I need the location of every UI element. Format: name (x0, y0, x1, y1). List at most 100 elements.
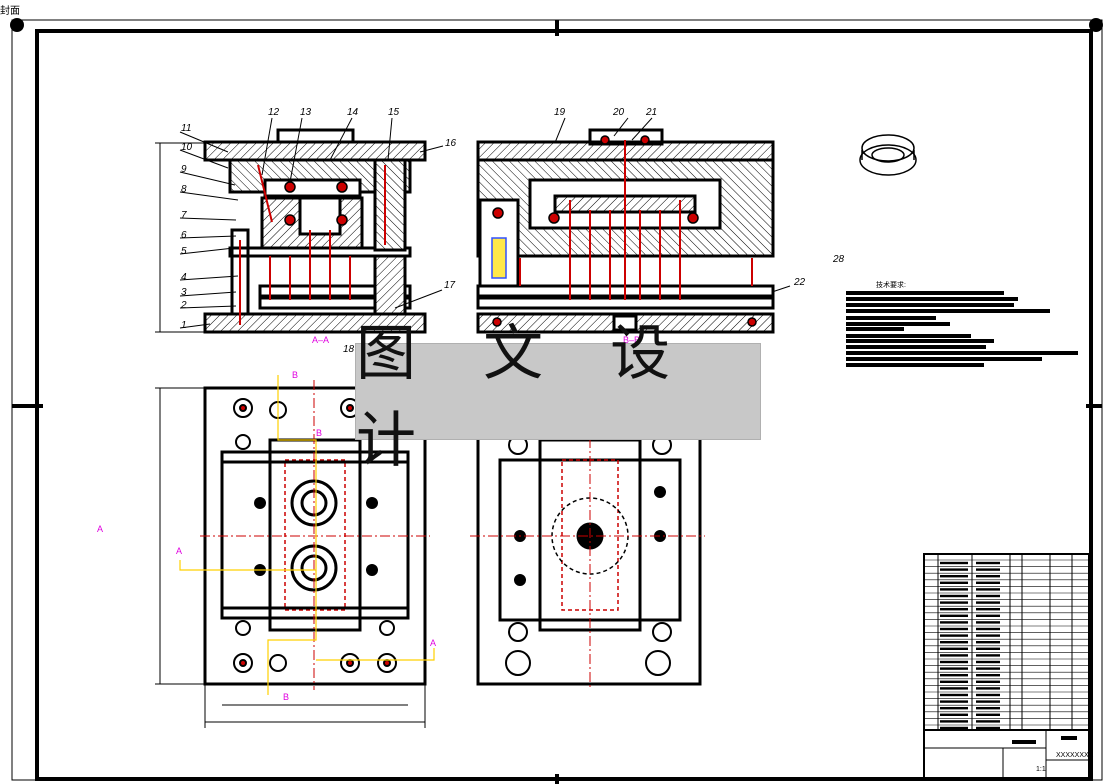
tech-req-lines (846, 291, 1078, 367)
part-no-16: 16 (445, 138, 457, 149)
part-no-21: 21 (645, 107, 657, 118)
parts-list-cell-mark (940, 667, 968, 670)
parts-list-cell-mark (976, 601, 1000, 604)
parts-list-cell-mark (940, 713, 968, 716)
parts-list-cell-mark (940, 641, 968, 644)
part-no-18: 18 (343, 344, 355, 355)
section-label-bb: B–B (623, 335, 640, 345)
part-no-10: 10 (181, 142, 193, 153)
parts-list-cell-mark (976, 614, 1000, 617)
part-no-11: 11 (181, 123, 191, 134)
view-mark-a: A (97, 524, 103, 534)
parts-list-cell-mark (940, 581, 968, 584)
parts-list-cell-mark (976, 674, 1000, 677)
parts-list-cell-mark (940, 693, 968, 697)
parts-list-cell-mark (976, 608, 1000, 611)
parts-list-cell-mark (940, 627, 968, 631)
title-block (923, 729, 1090, 781)
section-mark-b-bottom: B (283, 692, 289, 702)
parts-list-cell-mark (940, 568, 968, 571)
corner-dots (10, 18, 1103, 32)
parts-list-cell-mark (940, 621, 968, 624)
parts-list-cell-mark (940, 726, 968, 730)
parts-list-cell-mark (940, 654, 968, 657)
part-no-4: 4 (181, 272, 187, 283)
parts-list-cell-mark (976, 693, 1000, 697)
section-bb-circles (492, 135, 757, 327)
parts-list-cell-mark (940, 601, 968, 604)
parts-list-cell-mark (940, 575, 968, 578)
part-numbers-left: 11 10 9 8 7 6 5 4 3 2 1 (180, 123, 193, 331)
part-isometric-view (859, 134, 917, 176)
part-no-7: 7 (181, 210, 187, 221)
parts-list-cell-mark (976, 594, 1000, 598)
part-no-2: 2 (180, 300, 187, 311)
parts-list-cell-mark (940, 674, 968, 677)
part-numbers-top: 12 13 14 15 16 17 18 19 20 21 22 28 (268, 107, 845, 355)
parts-list-cell-mark (976, 720, 1000, 723)
part-no-13: 13 (300, 107, 312, 118)
sheet-corner-label: 封面 (0, 6, 20, 17)
parts-list-cell-mark (976, 660, 1000, 664)
part-no-19: 19 (554, 107, 566, 118)
section-view-aa (203, 128, 427, 334)
tech-req-title: 技术要求: (876, 280, 906, 289)
section-bb-pins (519, 140, 753, 300)
parts-list-cell-mark (976, 588, 1000, 591)
section-arrow-labels: B B B A A A (97, 370, 436, 702)
parts-list-cell-mark (940, 707, 968, 710)
part-no-5: 5 (181, 246, 187, 257)
parts-list-cell-mark (976, 680, 1000, 683)
parts-list-cell-mark (976, 581, 1000, 584)
fixed-half-centerlines (470, 420, 705, 690)
part-no-3: 3 (181, 287, 187, 298)
section-aa-circles (284, 181, 348, 226)
parts-list-cell-mark (976, 561, 1000, 565)
part-no-15: 15 (388, 107, 400, 118)
drawing-scale: 1:1 (1036, 766, 1046, 773)
part-no-8: 8 (181, 184, 187, 195)
section-label-aa: A–A (312, 335, 329, 345)
part-no-12: 12 (268, 107, 280, 118)
parts-list-cell-mark (976, 647, 1000, 650)
parts-list-cell-mark (940, 660, 968, 664)
parts-list-cell-mark (940, 647, 968, 650)
watermark-banner: 图 文 设 计 (355, 319, 761, 476)
leader-lines-left (179, 131, 239, 329)
parts-list-cell-mark (940, 634, 968, 637)
part-no-28: 28 (832, 254, 845, 265)
spring-highlight (491, 237, 507, 279)
dimension-height-aa (155, 142, 205, 333)
parts-list-cell-mark (976, 654, 1000, 657)
parts-list-cell-mark (940, 700, 968, 703)
part-no-17: 17 (444, 280, 456, 291)
plan-view-centerlines (200, 380, 430, 690)
parts-list-cell-mark (940, 594, 968, 598)
centering-marks (12, 20, 1102, 784)
parts-list-cell-mark (976, 634, 1000, 637)
parts-list-cell-mark (940, 561, 968, 565)
section-mark-a-left: A (176, 546, 182, 556)
fixed-half-holes (505, 435, 672, 676)
parts-list-cell-mark (940, 680, 968, 683)
parts-list-cell-mark (940, 614, 968, 617)
parts-list-cell-mark (976, 575, 1000, 578)
plan-view-dimensions (155, 387, 426, 728)
parts-list-cell-mark (976, 687, 1000, 690)
drawing-number: XXXXXXXX (1056, 752, 1094, 759)
section-cut-lines (179, 375, 435, 695)
part-no-9: 9 (181, 164, 187, 175)
parts-list-cell-mark (940, 720, 968, 723)
parts-list-cell-mark (976, 713, 1000, 716)
part-no-14: 14 (347, 107, 359, 118)
section-mark-a-right: A (430, 638, 436, 648)
parts-list-cell-mark (976, 726, 1000, 730)
parts-list-cell-mark (976, 667, 1000, 670)
parts-list-cell-mark (976, 700, 1000, 703)
parts-list-cell-mark (976, 621, 1000, 624)
part-no-6: 6 (181, 230, 187, 241)
parts-list-cell-mark (976, 707, 1000, 710)
part-no-20: 20 (612, 107, 625, 118)
watermark-text: 图 文 设 计 (356, 318, 695, 476)
